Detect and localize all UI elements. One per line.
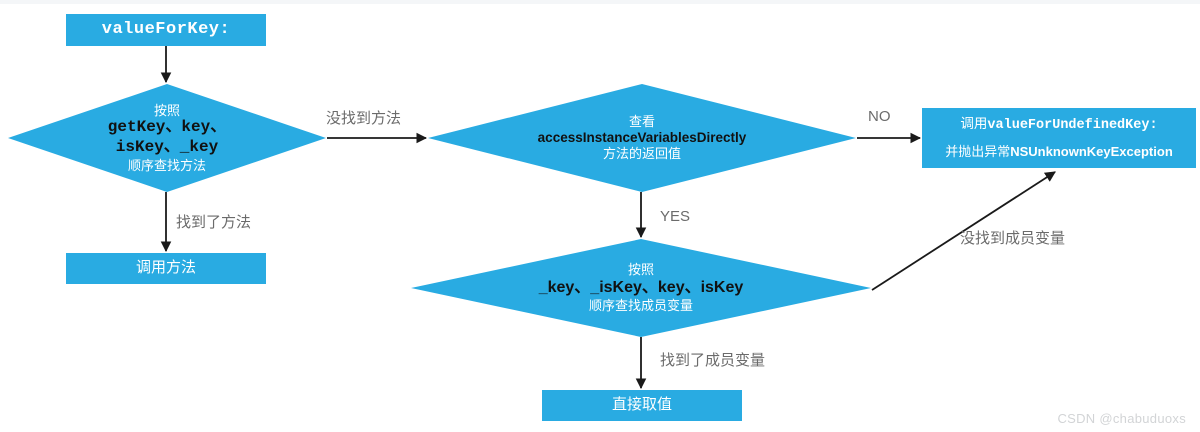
edge-label-ivar-not-found: 没找到成员变量 — [960, 230, 1066, 247]
undefined-key-line1-cn: 调用 — [960, 116, 988, 132]
decision-find-method-line3: isKey、_key — [115, 138, 219, 156]
undefined-key-line2: 并抛出异常NSUnknownKeyException — [945, 144, 1173, 160]
edge-label-access-no: NO — [868, 108, 891, 125]
node-value-for-key-label: valueForKey: — [101, 19, 231, 39]
decision-find-method-line4: 顺序查找方法 — [127, 157, 206, 173]
node-call-method[interactable]: 调用方法 — [66, 253, 266, 284]
decision-access-line1: 查看 — [628, 113, 655, 129]
node-decision-access-instance-variables[interactable]: 查看 accessInstanceVariablesDirectly 方法的返回… — [428, 84, 856, 192]
decision-find-method-line1: 按照 — [153, 102, 180, 118]
node-direct-value-label: 直接取值 — [611, 396, 672, 414]
node-value-for-undefined-key[interactable]: 调用valueForUndefinedKey: 并抛出异常NSUnknownKe… — [922, 108, 1196, 168]
undefined-key-line2-cn: 并抛出异常 — [945, 143, 1011, 159]
decision-find-ivar-line2: _key、_isKey、key、isKey — [538, 279, 744, 297]
top-divider — [0, 0, 1200, 4]
undefined-key-line2-code: NSUnknownKeyException — [1010, 143, 1173, 159]
decision-access-line2: accessInstanceVariablesDirectly — [537, 129, 747, 145]
node-value-for-key[interactable]: valueForKey: — [66, 14, 266, 46]
decision-find-ivar-line1: 按照 — [627, 262, 654, 278]
decision-access-line3: 方法的返回值 — [602, 146, 681, 162]
node-direct-value[interactable]: 直接取值 — [542, 390, 742, 421]
edge-label-method-not-found: 没找到方法 — [326, 110, 402, 127]
decision-find-ivar-line3: 顺序查找成员变量 — [588, 297, 693, 313]
edge-label-ivar-found: 找到了成员变量 — [660, 352, 766, 369]
undefined-key-line1: 调用valueForUndefinedKey: — [960, 116, 1157, 134]
edge-label-access-yes: YES — [660, 208, 691, 225]
watermark: CSDN @chabuduoxs — [1057, 411, 1186, 426]
node-decision-find-method[interactable]: 按照 getKey、key、 isKey、_key 顺序查找方法 — [8, 84, 326, 192]
decision-find-method-line2: getKey、key、 — [107, 118, 227, 137]
node-decision-find-ivar[interactable]: 按照 _key、_isKey、key、isKey 顺序查找成员变量 — [411, 239, 871, 337]
edge-label-method-found: 找到了方法 — [176, 214, 252, 231]
undefined-key-line1-code: valueForUndefinedKey: — [987, 118, 1158, 134]
node-call-method-label: 调用方法 — [135, 259, 196, 277]
